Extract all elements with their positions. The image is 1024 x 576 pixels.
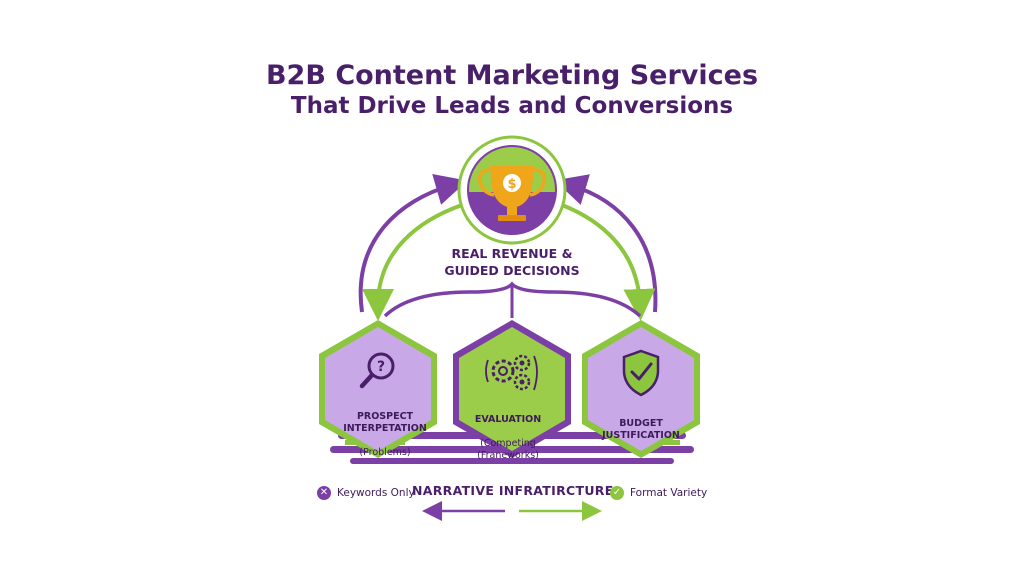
hexagon-prospect xyxy=(319,320,437,458)
stage-subtitle: (Problems) xyxy=(359,447,411,458)
stage-title: EVALUATION xyxy=(474,414,542,425)
hexagon-evaluation xyxy=(453,320,571,458)
svg-text:$: $ xyxy=(507,177,516,192)
stage-label-budget: BUDGET JUSTIFICATION xyxy=(581,406,701,454)
stage-label-prospect: PROSPECT INTERPETATION (Problems) xyxy=(325,399,445,459)
legend-positive: ✓ Format Variety xyxy=(610,485,707,501)
check-icon: ✓ xyxy=(610,486,624,500)
stage-subtitle: (Competing (Franeworks) xyxy=(477,438,539,461)
arrow-right-inner xyxy=(561,203,656,321)
title-line-1: B2B Content Marketing Services xyxy=(265,60,759,91)
arrow-right-outer xyxy=(554,174,658,313)
goal-label: REAL REVENUE & GUIDED DECISIONS xyxy=(444,246,580,278)
legend-positive-label: Format Variety xyxy=(630,487,708,499)
trophy-dollar-icon: $ xyxy=(477,166,547,221)
arrow-left-inner xyxy=(362,203,463,321)
title-line-2: That Drive Leads and Conversions xyxy=(290,93,734,119)
svg-text:?: ? xyxy=(377,359,385,375)
magnifier-question-icon: ? xyxy=(359,352,395,389)
shield-check-icon xyxy=(622,349,660,397)
legend-negative-label: Keywords Only xyxy=(337,487,415,499)
stage-label-evaluation: EVALUATION (Competing (Franeworks) xyxy=(448,402,568,462)
stage-title: PROSPECT INTERPETATION xyxy=(343,411,427,434)
x-icon: ✕ xyxy=(317,486,331,500)
gears-icon xyxy=(485,354,538,391)
foundation-label: NARRATIVE INFRATIRCTURE xyxy=(412,483,614,498)
arrow-left-outer xyxy=(358,174,468,313)
legend-negative: ✕ Keywords Only xyxy=(317,485,415,501)
stage-title: BUDGET JUSTIFICATION xyxy=(602,418,680,441)
